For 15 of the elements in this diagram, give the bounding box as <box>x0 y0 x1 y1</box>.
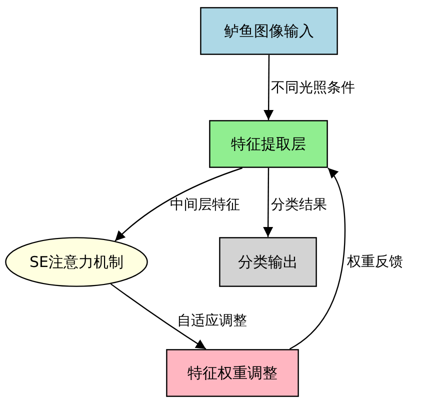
arrow <box>114 167 243 242</box>
edge-label: 自适应调整 <box>177 312 247 330</box>
process-box: 特征权重调整 <box>166 349 299 397</box>
arrow <box>263 168 274 237</box>
output-box: 分类输出 <box>219 237 317 287</box>
arrow <box>110 283 206 350</box>
arrow <box>264 55 274 120</box>
mechanism-ellipse: SE注意力机制 <box>5 237 148 287</box>
process-box: 特征提取层 <box>209 120 328 168</box>
arrow <box>289 168 346 350</box>
input-box: 鲈鱼图像输入 <box>200 7 338 55</box>
edge-label: 中间层特征 <box>170 196 240 214</box>
edge-label: 不同光照条件 <box>271 79 355 97</box>
edge-label: 权重反馈 <box>347 253 403 271</box>
edge-label: 分类结果 <box>271 196 327 214</box>
